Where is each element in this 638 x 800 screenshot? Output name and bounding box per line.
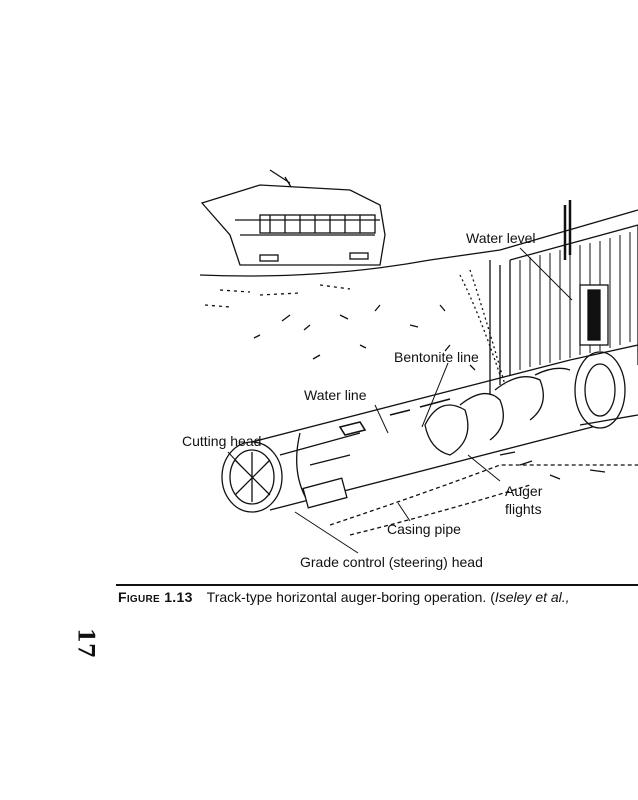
label-casing-pipe: Casing pipe [387,521,461,537]
label-water-line: Water line [304,387,367,403]
car-drawing [200,169,386,266]
label-grade-control-head: Grade control (steering) head [300,554,483,570]
caption-figure-number: Figure 1.13 [118,589,193,605]
caption-rule [116,584,638,586]
label-auger-flights-1: Auger [505,483,543,499]
page-number: 17 [72,627,99,659]
auger-boring-illustration: Water level Bentonite line Water line Cu… [182,165,638,570]
label-bentonite-line: Bentonite line [394,349,479,365]
auger-flights-drawing [424,344,638,456]
pit-walls [489,200,638,395]
caption-text: Track-type horizontal auger-boring opera… [206,589,495,605]
illustration-drawing [199,169,638,554]
casing-pipe-drawing [221,359,601,513]
label-cutting-head: Cutting head [182,433,262,449]
caption-citation: Iseley et al., [494,589,570,605]
label-auger-flights-2: flights [505,501,542,517]
figure-caption: Figure 1.13 Track-type horizontal auger-b… [118,589,570,605]
leader-lines [227,247,573,554]
label-water-level: Water level [466,230,536,246]
